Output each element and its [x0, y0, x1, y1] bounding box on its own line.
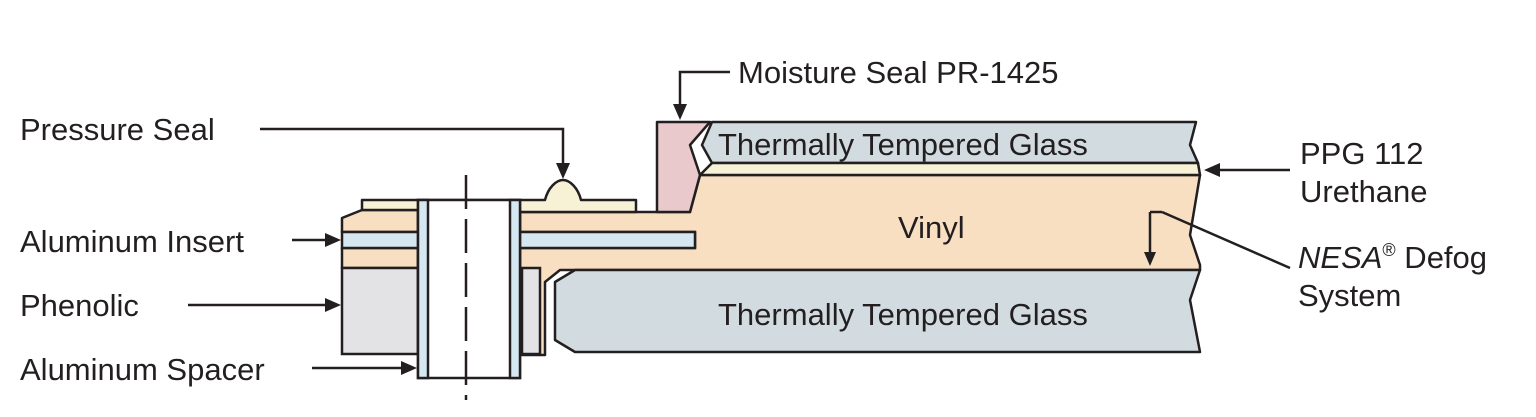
- phenolic-block: [340, 266, 420, 356]
- defog-arrowhead: [1144, 252, 1156, 266]
- vinyl-label: Vinyl: [898, 210, 965, 245]
- top-glass-label: Thermally Tempered Glass: [718, 127, 1088, 162]
- nesa-registered-mark: ®: [1382, 240, 1395, 260]
- ppg-label-line1: PPG 112: [1300, 136, 1424, 171]
- aluminum-spacer-right: [508, 198, 522, 380]
- bolt-shaft: [416, 198, 522, 380]
- nesa-label-line1: NESA® Defog: [1298, 240, 1487, 275]
- bottom-glass-label: Thermally Tempered Glass: [718, 297, 1088, 332]
- bottom-glass-ply: [553, 268, 1202, 354]
- phenolic-inner: [520, 266, 542, 356]
- vinyl-left-band: [340, 208, 420, 234]
- nesa-defog: Defog: [1396, 240, 1487, 275]
- aluminum-insert-arrowhead: [325, 233, 341, 247]
- pressure-seal-leader: [260, 127, 565, 166]
- aluminum-insert-label: Aluminum Insert: [20, 224, 244, 259]
- moisture-seal-label: Moisture Seal PR-1425: [738, 55, 1059, 90]
- moisture-seal-leader: [678, 70, 730, 108]
- pressure-seal-arrowhead: [556, 163, 570, 179]
- urethane-layer: [698, 161, 1202, 177]
- aluminum-spacer-arrowhead: [401, 361, 417, 375]
- moisture-seal-arrowhead: [673, 104, 687, 120]
- aluminum-spacer-label: Aluminum Spacer: [20, 352, 265, 387]
- ppg-urethane-arrowhead: [1204, 163, 1220, 177]
- ppg-label-line2: Urethane: [1300, 174, 1428, 209]
- pressure-seal-label: Pressure Seal: [20, 112, 215, 147]
- nesa-name: NESA: [1298, 240, 1382, 275]
- aluminum-spacer-left: [416, 198, 430, 380]
- phenolic-arrowhead: [325, 298, 341, 312]
- vinyl-left-lower: [340, 246, 420, 270]
- nesa-label-line2: System: [1298, 278, 1401, 313]
- phenolic-label: Phenolic: [20, 288, 139, 323]
- nesa-leader: [1161, 210, 1291, 270]
